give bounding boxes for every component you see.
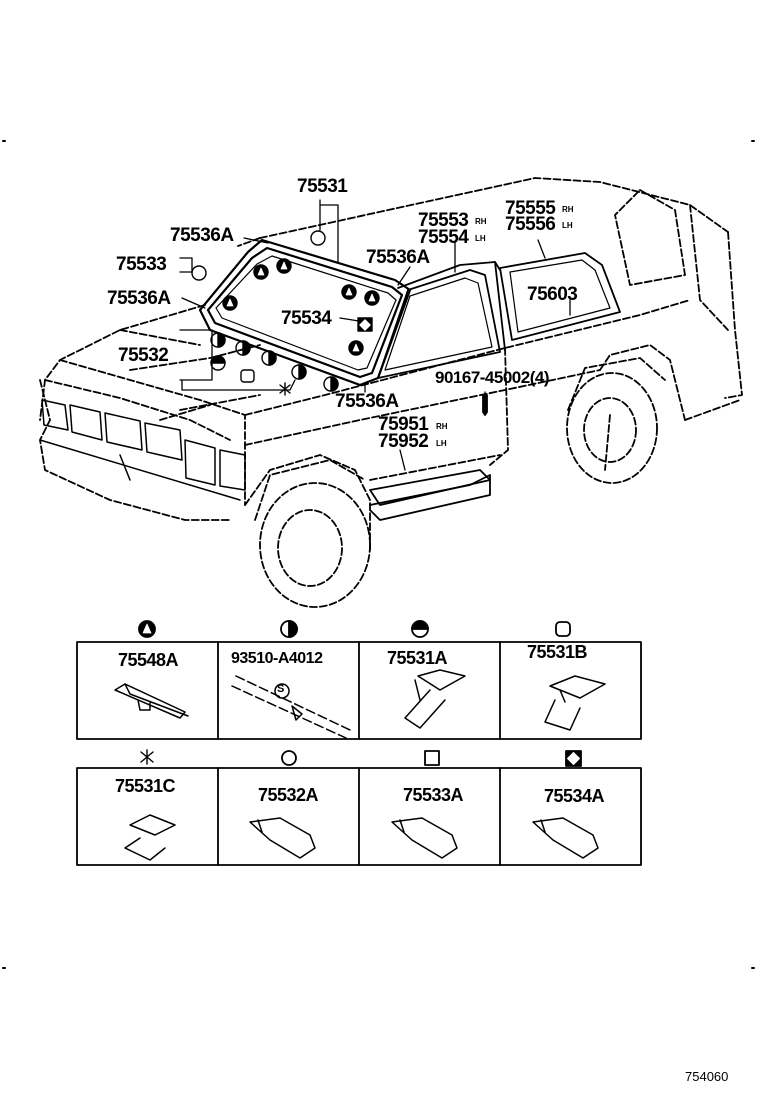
clip-marking-s: S (277, 683, 285, 695)
rounded-square-icon (555, 621, 571, 637)
legend-part-75532a: 75532A (258, 785, 319, 805)
callout-75533: 75533 (116, 254, 167, 275)
windshield-molding (198, 238, 412, 387)
callout-75536a-top: 75536A (170, 225, 234, 246)
legend-part-93510-a4012: 93510-A4012 (231, 650, 323, 667)
circle-icon (281, 750, 297, 766)
callout-75555-note: RH (562, 205, 574, 214)
screw-icon (482, 394, 488, 416)
diagram-code: 754060 (685, 1069, 729, 1084)
callout-75554-note: LH (475, 234, 486, 243)
callout-75531: 75531 (297, 176, 348, 197)
half-triangle-circle-icon (411, 620, 429, 638)
clip-sketch-75534a (532, 817, 599, 859)
callout-75951-note: RH (436, 422, 448, 431)
legend-table (76, 641, 642, 866)
clip-sketch-75531a (404, 669, 466, 729)
clip-sketch-75532a (249, 817, 316, 859)
triangle-in-circle-icon (138, 620, 156, 638)
callout-75554: 75554 (418, 227, 469, 248)
clip-sketch-93510 (231, 675, 351, 739)
legend-part-75531c: 75531C (115, 776, 176, 796)
windshield-clip-symbols (191, 230, 380, 396)
callout-75556-note: LH (562, 221, 573, 230)
square-icon (424, 750, 440, 766)
clip-sketch-75533a (391, 817, 458, 859)
half-filled-circle-icon (280, 620, 298, 638)
door-window-rear (494, 252, 621, 351)
clip-sketch-75531b (544, 675, 606, 731)
callout-75553: 75553 (418, 210, 469, 231)
clip-sketch-75531c (124, 814, 176, 861)
callout-75952: 75952 (378, 431, 429, 452)
clip-sketch-75548a (114, 683, 189, 719)
legend-part-75548a: 75548A (118, 650, 179, 670)
front-wheel (254, 459, 371, 608)
rear-wheel (566, 357, 666, 484)
callout-90167: 90167-45002(4) (435, 368, 549, 387)
diamond-in-square-icon (565, 750, 582, 767)
legend-part-75531b: 75531B (527, 642, 588, 662)
callout-75553-note: RH (475, 217, 487, 226)
callout-75532: 75532 (118, 345, 169, 366)
door-window-front (377, 261, 501, 379)
legend-part-75533a: 75533A (403, 785, 464, 805)
callout-75952-note: LH (436, 439, 447, 448)
callout-75536a-mid: 75536A (366, 247, 430, 268)
legend-part-75531a: 75531A (387, 648, 448, 668)
legend-part-75534a: 75534A (544, 786, 605, 806)
callout-75603: 75603 (527, 284, 578, 305)
leader-lines (179, 199, 571, 471)
front-grille (39, 399, 246, 501)
callout-75951: 75951 (378, 414, 429, 435)
callout-75555: 75555 (505, 198, 556, 219)
callout-75536a-bottom: 75536A (335, 391, 399, 412)
registration-marks (2, 140, 755, 969)
callout-75556: 75556 (505, 214, 556, 235)
callout-75536a-left: 75536A (107, 288, 171, 309)
callout-75534: 75534 (281, 308, 332, 329)
star-clip-icon (140, 749, 154, 765)
running-board (369, 469, 491, 521)
